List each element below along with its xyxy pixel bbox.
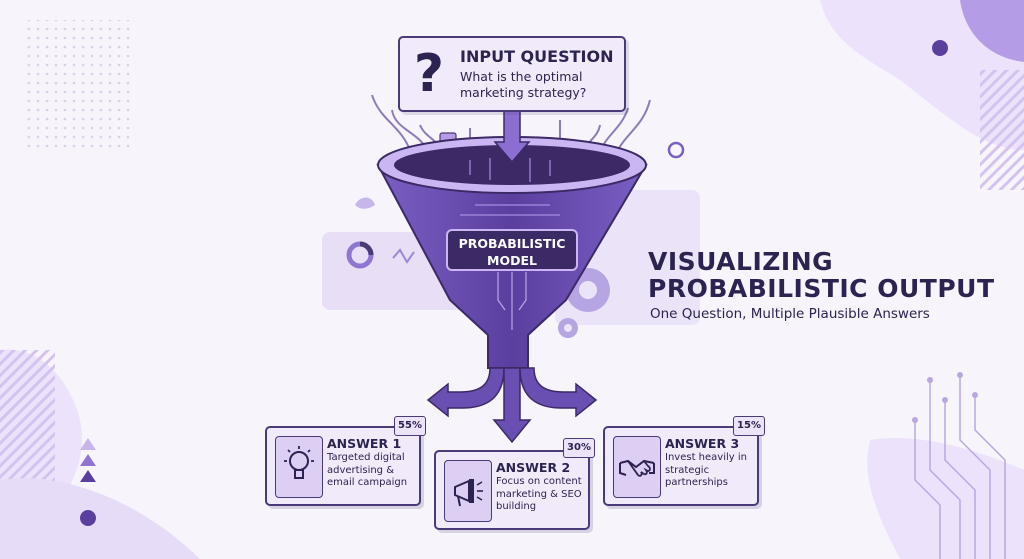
input-question-text: What is the optimal marketing strategy? — [460, 69, 587, 100]
answer-1-text: Targeted digital advertising & email cam… — [327, 452, 408, 488]
answer-3-title: ANSWER 3 — [665, 436, 740, 451]
pie-chart-icon — [346, 241, 374, 269]
answer-3-text: Invest heavily in strategic partnerships — [665, 452, 747, 488]
answer-card-3: ANSWER 3 Invest heavily in strategic par… — [603, 426, 759, 506]
handshake-icon — [613, 436, 661, 498]
answer-1-percent-badge: 55% — [394, 416, 426, 436]
answer-2-title: ANSWER 2 — [496, 460, 571, 475]
answer-1-title: ANSWER 1 — [327, 436, 402, 451]
probabilistic-model-label: PROBABILISTIC MODEL — [446, 229, 578, 271]
input-question-title: INPUT QUESTION — [460, 47, 614, 66]
answer-card-1: ANSWER 1 Targeted digital advertising & … — [265, 426, 421, 506]
megaphone-icon — [444, 460, 492, 522]
output-arrows — [426, 367, 598, 444]
page-subtitle: One Question, Multiple Plausible Answers — [650, 306, 930, 322]
input-question-box: ? INPUT QUESTION What is the optimal mar… — [398, 36, 626, 112]
answer-2-text: Focus on content marketing & SEO buildin… — [496, 476, 582, 512]
answer-3-percent-badge: 15% — [733, 416, 765, 436]
answer-2-percent-badge: 30% — [563, 438, 595, 458]
question-mark-icon: ? — [413, 44, 445, 104]
page-title: VISUALIZING PROBABILISTIC OUTPUT — [648, 248, 1018, 302]
lightbulb-icon — [275, 436, 323, 498]
title-line-1: VISUALIZING — [648, 247, 834, 276]
answer-card-2: ANSWER 2 Focus on content marketing & SE… — [434, 450, 590, 530]
title-line-2: PROBABILISTIC OUTPUT — [648, 274, 995, 303]
